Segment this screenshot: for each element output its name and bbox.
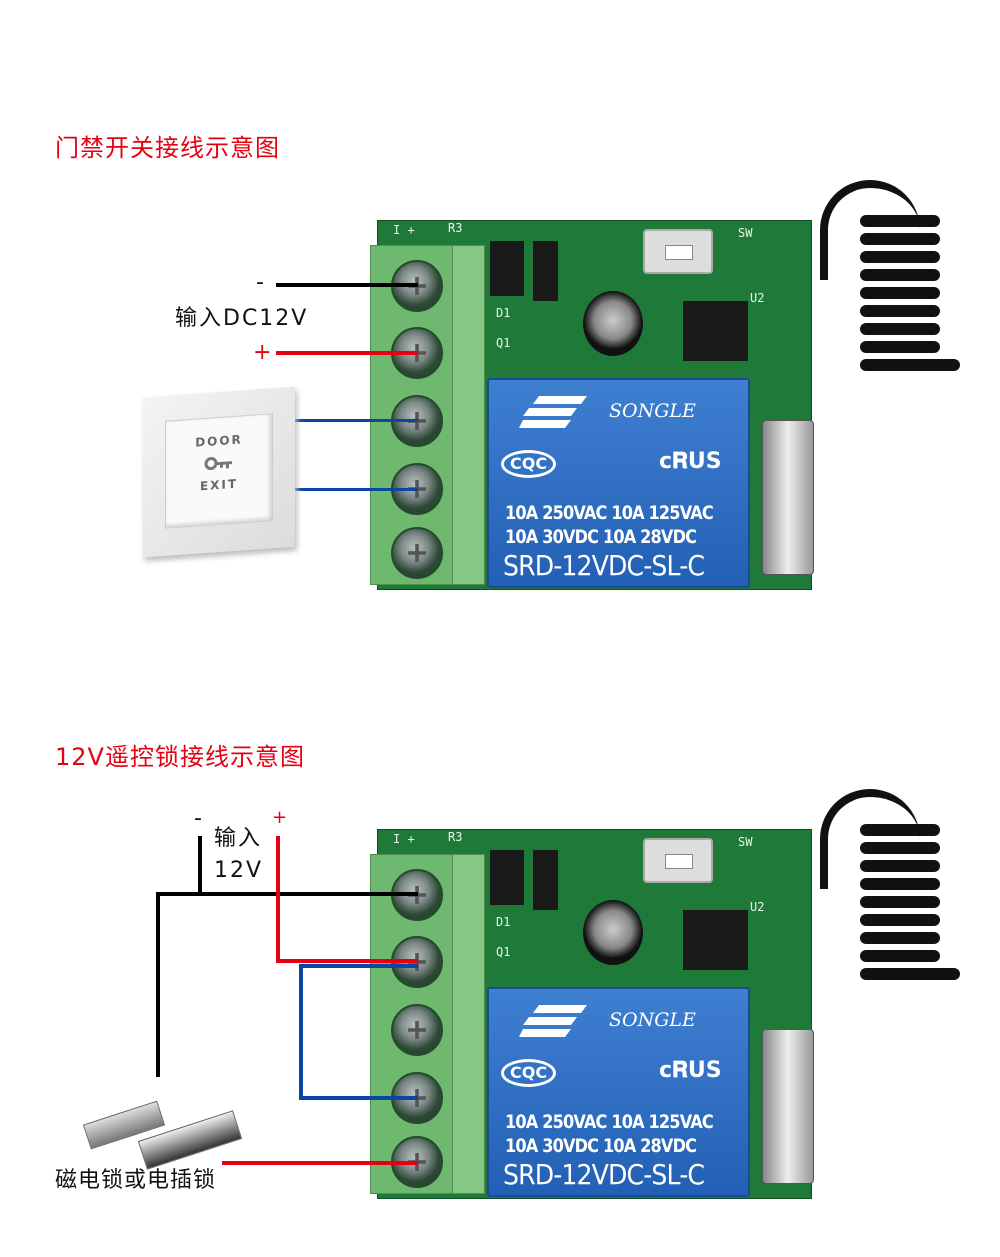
terminal-block <box>370 245 485 585</box>
diode <box>490 241 524 296</box>
relay-board-1: I + R3 SW U2 D1 Q1 SONGLE CQC c𝐑US 10A 2… <box>370 180 970 640</box>
plus-label: + <box>253 340 274 365</box>
relay-model: SRD-12VDC-SL-C <box>503 1158 705 1191</box>
relay: SONGLE CQC c𝐑US 10A 250VAC 10A 125VAC 10… <box>487 987 750 1197</box>
pcb-label-sw: SW <box>738 226 753 240</box>
pcb-label-terminal: I + <box>393 832 415 846</box>
songle-logo-icon <box>519 1005 587 1037</box>
regulator <box>533 850 558 910</box>
wire-positive-input <box>276 836 280 963</box>
pcb-label-sw: SW <box>738 835 753 849</box>
pcb-label-q1: Q1 <box>496 945 511 959</box>
input-label-line1: 输入 <box>214 826 263 851</box>
diode <box>490 850 524 905</box>
relay-board-2: I + R3 SW U2 D1 Q1 SONGLE CQC c𝐑US 10A 2… <box>370 789 970 1249</box>
relay-rating-1: 10A 250VAC 10A 125VAC <box>505 502 714 524</box>
ic-chip <box>683 301 748 361</box>
door-text: DOOR <box>195 432 243 450</box>
pcb-label-r3: R3 <box>448 221 463 235</box>
antenna-coil-icon <box>820 175 960 385</box>
relay-model: SRD-12VDC-SL-C <box>503 549 705 582</box>
door-exit-button: DOOR EXIT <box>143 386 295 558</box>
wire-jumper-top <box>299 964 418 968</box>
ul-mark: c𝐑US <box>659 1058 722 1083</box>
cqc-mark: CQC <box>501 1059 557 1087</box>
pcb-label-q1: Q1 <box>496 336 511 350</box>
input-label-line2: 12V <box>214 858 264 883</box>
input-voltage-label: 输入DC12V <box>175 306 309 331</box>
screw-terminal-5 <box>391 527 443 579</box>
wire-lock-positive <box>222 1161 418 1165</box>
diagram1-title: 门禁开关接线示意图 <box>55 134 280 162</box>
pcb-label-u2: U2 <box>750 291 765 305</box>
antenna-coil-icon <box>820 784 960 994</box>
capacitor <box>583 900 643 965</box>
crystal <box>762 420 814 575</box>
wire-negative <box>276 283 418 287</box>
wire-switch-2 <box>293 488 418 491</box>
wire-switch-1 <box>285 419 418 422</box>
songle-logo-icon <box>519 396 587 428</box>
lock-label: 磁电锁或电插锁 <box>55 1168 217 1193</box>
plus-label: + <box>272 807 290 828</box>
relay-brand: SONGLE <box>609 400 696 422</box>
regulator <box>533 241 558 301</box>
learn-button <box>643 838 713 883</box>
pcb-label-terminal: I + <box>393 223 415 237</box>
capacitor <box>583 291 643 356</box>
cqc-mark: CQC <box>501 450 557 478</box>
wire-negative-input <box>198 836 202 894</box>
crystal <box>762 1029 814 1184</box>
screw-terminal-3 <box>391 1004 443 1056</box>
diagram2-title: 12V遥控锁接线示意图 <box>55 743 305 771</box>
relay: SONGLE CQC c𝐑US 10A 250VAC 10A 125VAC 10… <box>487 378 750 588</box>
relay-brand: SONGLE <box>609 1009 696 1031</box>
learn-button <box>643 229 713 274</box>
pcb-label-u2: U2 <box>750 900 765 914</box>
pcb-label-d1: D1 <box>496 915 511 929</box>
wire-negative-bus <box>156 892 418 896</box>
relay-rating-2: 10A 30VDC 10A 28VDC <box>505 526 697 548</box>
wire-jumper-bottom <box>299 1096 418 1100</box>
relay-rating-1: 10A 250VAC 10A 125VAC <box>505 1111 714 1133</box>
key-icon <box>204 457 232 471</box>
wire-positive <box>276 351 418 355</box>
relay-rating-2: 10A 30VDC 10A 28VDC <box>505 1135 697 1157</box>
wire-jumper-vertical <box>299 964 303 1100</box>
ic-chip <box>683 910 748 970</box>
minus-label: - <box>256 270 266 295</box>
wire-positive-bus <box>276 959 418 963</box>
ul-mark: c𝐑US <box>659 449 722 474</box>
wire-negative-to-lock <box>156 892 160 1077</box>
terminal-block <box>370 854 485 1194</box>
minus-label: - <box>194 806 204 831</box>
exit-text: EXIT <box>199 476 239 494</box>
pcb-label-r3: R3 <box>448 830 463 844</box>
pcb-label-d1: D1 <box>496 306 511 320</box>
